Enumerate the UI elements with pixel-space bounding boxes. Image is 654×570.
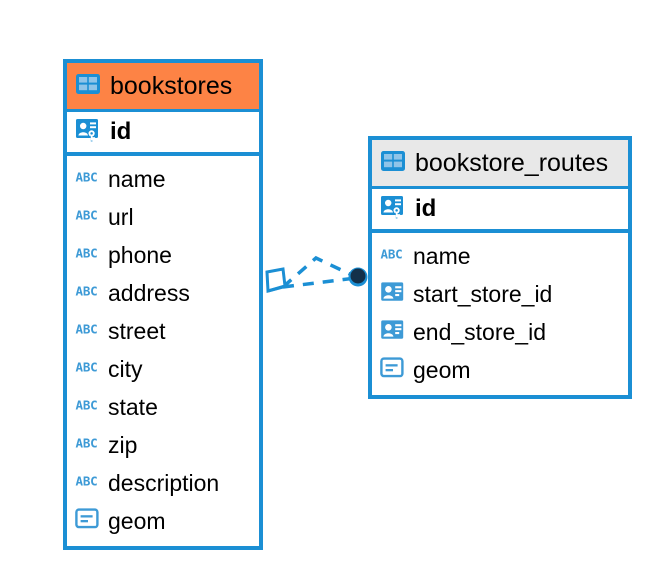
field-label: state <box>108 393 158 420</box>
field-row[interactable]: ABC city <box>67 350 259 388</box>
field-row[interactable]: end_store_id <box>372 313 628 351</box>
svg-text:ABC: ABC <box>76 436 98 450</box>
text-type-icon: ABC <box>75 397 100 417</box>
text-type-icon: ABC <box>75 359 100 379</box>
field-row[interactable]: ABC state <box>67 388 259 426</box>
field-label: address <box>108 279 190 306</box>
svg-text:ABC: ABC <box>76 474 98 488</box>
svg-text:ABC: ABC <box>381 247 403 261</box>
field-label: geom <box>108 507 166 534</box>
field-row[interactable]: start_store_id <box>372 275 628 313</box>
field-label: description <box>108 469 220 496</box>
field-label: end_store_id <box>413 318 546 345</box>
primary-key-row[interactable]: id <box>372 186 628 233</box>
field-list: ABC name ABC url ABC p <box>67 156 259 546</box>
foreign-key-icon <box>380 281 405 307</box>
primary-key-icon <box>75 117 102 148</box>
text-type-icon: ABC <box>380 246 405 266</box>
entity-title: bookstores <box>110 71 233 100</box>
svg-text:ABC: ABC <box>76 360 98 374</box>
text-type-icon: ABC <box>75 207 100 227</box>
field-label: url <box>108 203 134 230</box>
field-row[interactable]: geom <box>67 502 259 540</box>
field-row[interactable]: ABC url <box>67 198 259 236</box>
primary-key-row[interactable]: id <box>67 109 259 156</box>
text-type-icon: ABC <box>75 435 100 455</box>
entity-table-bookstore-routes[interactable]: bookstore_routes id <box>368 136 632 399</box>
relationship-line-lower <box>282 276 357 289</box>
entity-header-bookstores[interactable]: bookstores <box>67 63 259 109</box>
text-type-icon: ABC <box>75 283 100 303</box>
text-type-icon: ABC <box>75 169 100 189</box>
svg-text:ABC: ABC <box>76 208 98 222</box>
field-label: phone <box>108 241 172 268</box>
text-type-icon: ABC <box>75 321 100 341</box>
table-icon <box>380 150 406 177</box>
text-type-icon: ABC <box>75 473 100 493</box>
entity-table-bookstores[interactable]: bookstores id <box>63 59 263 550</box>
field-label: city <box>108 355 143 382</box>
field-row[interactable]: ABC description <box>67 464 259 502</box>
svg-text:ABC: ABC <box>76 246 98 260</box>
entity-title: bookstore_routes <box>415 148 609 177</box>
crows-foot-many-icon <box>265 267 287 293</box>
field-label: start_store_id <box>413 280 553 307</box>
svg-text:ABC: ABC <box>76 284 98 298</box>
svg-text:ABC: ABC <box>76 322 98 336</box>
primary-key-label: id <box>110 118 132 145</box>
field-row[interactable]: ABC phone <box>67 236 259 274</box>
entity-header-bookstore-routes[interactable]: bookstore_routes <box>372 140 628 186</box>
field-label: geom <box>413 356 471 383</box>
field-row[interactable]: ABC street <box>67 312 259 350</box>
field-label: name <box>108 165 166 192</box>
field-row[interactable]: ABC name <box>372 237 628 275</box>
relationship-line-upper <box>281 255 357 289</box>
filled-circle-one-icon <box>348 267 368 287</box>
field-row[interactable]: geom <box>372 351 628 389</box>
field-row[interactable]: ABC address <box>67 274 259 312</box>
primary-key-label: id <box>415 195 437 222</box>
primary-key-icon <box>380 194 407 225</box>
field-label: street <box>108 317 166 344</box>
field-row[interactable]: ABC name <box>67 160 259 198</box>
geometry-type-icon <box>380 357 405 383</box>
svg-text:ABC: ABC <box>76 398 98 412</box>
foreign-key-icon <box>380 319 405 345</box>
field-label: zip <box>108 431 138 458</box>
svg-text:ABC: ABC <box>76 170 98 184</box>
field-list: ABC name start_store_id <box>372 233 628 395</box>
geometry-type-icon <box>75 508 100 534</box>
text-type-icon: ABC <box>75 245 100 265</box>
field-row[interactable]: ABC zip <box>67 426 259 464</box>
field-label: name <box>413 242 471 269</box>
table-icon <box>75 73 101 100</box>
